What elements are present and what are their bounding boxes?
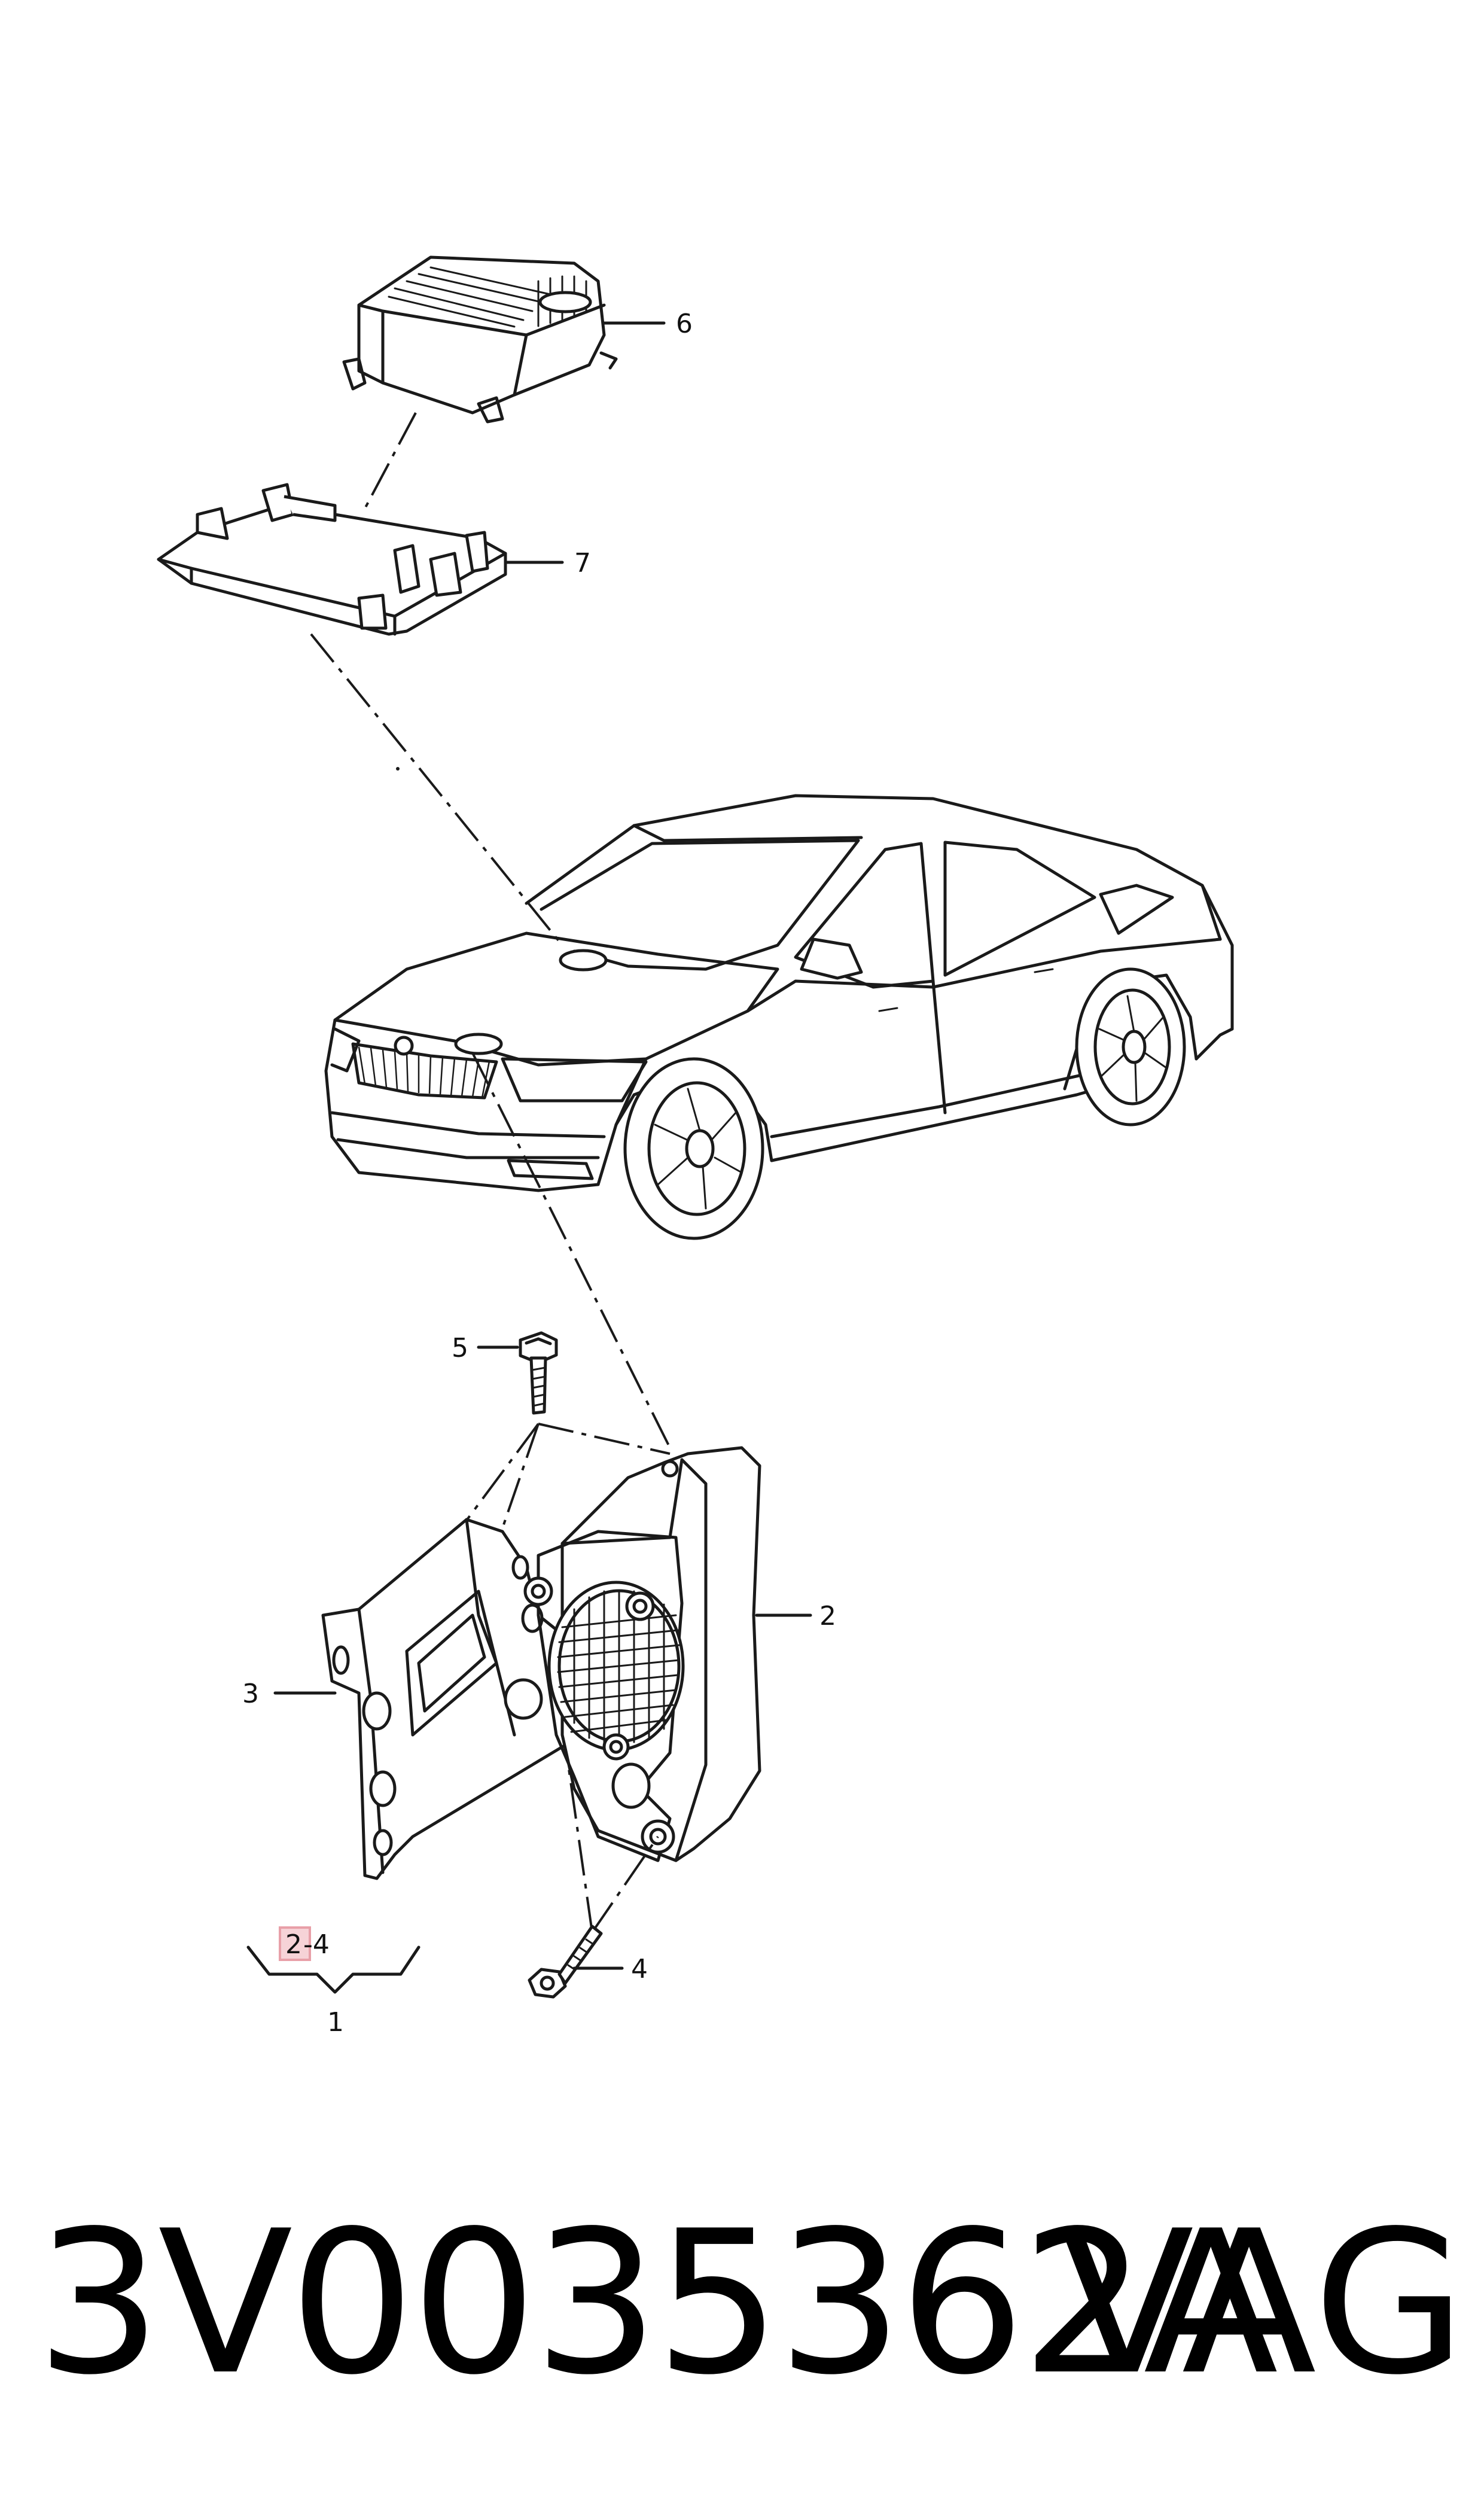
- callout-2: 2: [819, 1601, 836, 1631]
- callout-3: 3: [242, 1679, 259, 1709]
- amplifier-unit: 6: [342, 255, 693, 424]
- callout-7: 7: [574, 548, 591, 578]
- group-note: 2 -4 1: [246, 1926, 420, 2038]
- callout-6: 6: [676, 309, 693, 339]
- brand-name: VAG: [1059, 2188, 1466, 2418]
- leader-line: [471, 1052, 671, 1448]
- bolt-long: 4: [528, 1925, 648, 1999]
- bolt-small: 5: [452, 1331, 558, 1415]
- part-number: 3V0035362A: [36, 2188, 1278, 2418]
- vehicle-outline: [324, 794, 1234, 1240]
- leader-line: [364, 412, 417, 509]
- mounting-plate: 3: [242, 1518, 588, 1880]
- callout-4: 4: [631, 1954, 648, 1984]
- parts-diagram: 6 7: [157, 255, 1234, 2038]
- group-note-range: -4: [303, 1929, 330, 1960]
- highlight-box: [279, 1926, 311, 1961]
- speaker-enclosure: 2: [523, 1446, 836, 1862]
- bracket-holder: 7: [157, 483, 591, 636]
- group-note-highlighted: 2: [285, 1929, 302, 1960]
- footer: 3V0035362A VAG: [0, 2178, 1484, 2429]
- leader-line: [310, 633, 563, 946]
- callout-1: 1: [327, 2007, 344, 2038]
- callout-5: 5: [452, 1333, 468, 1363]
